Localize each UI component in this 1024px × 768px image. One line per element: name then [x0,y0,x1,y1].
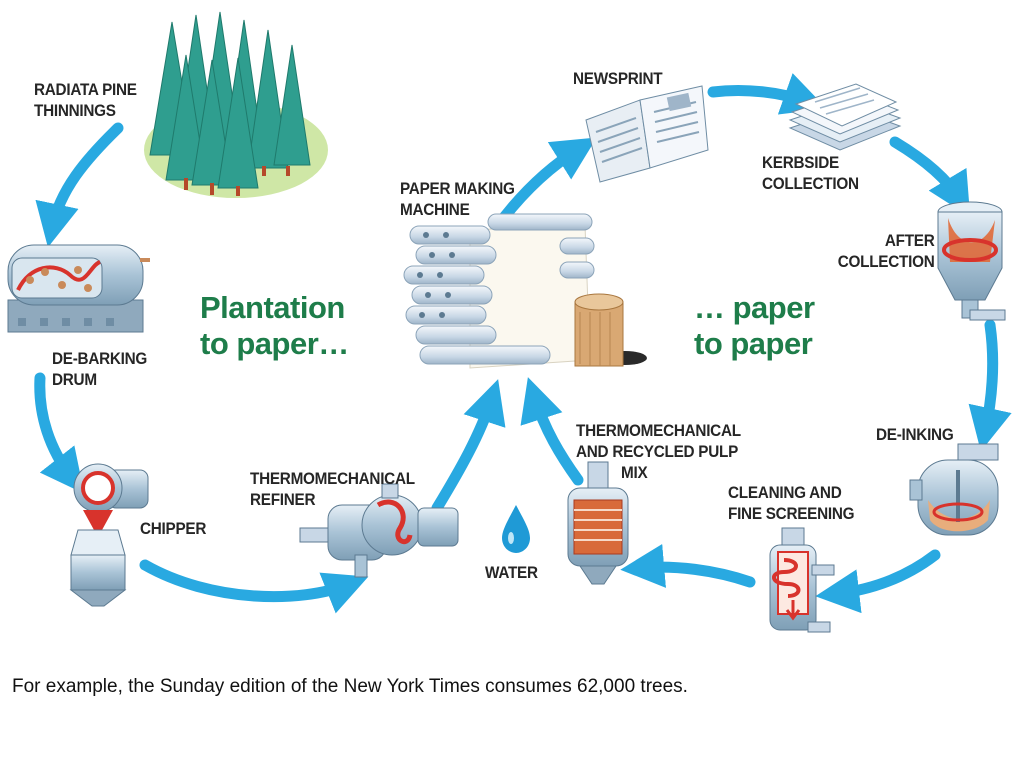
label-line: FINE SCREENING [728,504,855,523]
pine-forest-icon [144,11,328,198]
label-line: MACHINE [400,200,470,219]
cleaning-screen-icon [769,527,835,633]
label-de-barking-drum: DE-BARKING DRUM [52,348,147,390]
label-line: DRUM [52,370,97,389]
arrow-debarking-to-chipper [34,372,85,494]
label-line: CHIPPER [140,519,207,538]
newspaper-icon [585,85,709,183]
headline-line: to paper [694,326,813,361]
label-line: THINNINGS [34,101,116,120]
refiner-icon [299,483,459,578]
label-line: AFTER [884,231,934,250]
arrow-deinking-to-cleaning [815,549,941,614]
headline-line: Plantation [200,290,345,325]
label-line: WATER [485,563,538,582]
label-line: COLLECTION [837,252,934,271]
label-line: RADIATA PINE [34,80,137,99]
arrow-cleaning-to-mix [620,544,756,588]
headline-line: … paper [694,290,815,325]
label-kerbside-collection: KERBSIDE COLLECTION [762,152,859,194]
headline-line: to paper… [200,326,349,361]
label-line: REFINER [250,490,316,509]
paper-machine-icon [403,213,647,369]
label-paper-making-machine: PAPER MAKING MACHINE [400,178,515,220]
chipper-icon [69,463,149,607]
deinking-tank-icon [909,443,999,536]
caption: For example, the Sunday edition of the N… [12,676,688,697]
label-line: DE-BARKING [52,349,148,368]
label-line: CLEANING AND [728,483,842,502]
arrow-chipper-to-refiner [139,559,369,614]
label-cleaning-fine-screening: CLEANING AND FINE SCREENING [728,482,855,524]
arrow-refiner-to-machine [431,379,506,514]
label-line: THERMOMECHANICAL [250,469,415,488]
process-diagram [7,11,1012,633]
label-de-inking: DE-INKING [876,424,954,445]
paper-stack-icon [788,83,902,151]
headline-plantation-to-paper: Plantation to paper… [200,290,349,362]
label-after-collection: AFTER COLLECTION [837,230,934,272]
arrow-after-to-deinking [968,319,1012,452]
debarking-drum-icon [7,244,150,333]
label-line: DE-INKING [876,425,954,444]
headline-paper-to-paper: … paper to paper [694,290,815,362]
label-line: KERBSIDE [762,153,839,172]
machine-rollers [403,213,595,365]
label-line: MIX [621,463,648,482]
label-line: AND RECYCLED PULP [576,442,739,461]
label-thermomechanical-recycled-pulp-mix: THERMOMECHANICAL AND RECYCLED PULP MIX [576,420,741,483]
arrow-newsprint-to-kerbside [707,73,827,115]
label-line: THERMOMECHANICAL [576,421,741,440]
label-line: COLLECTION [762,174,859,193]
pulp-mix-tank-icon [567,461,629,585]
label-newsprint: NEWSPRINT [573,68,663,89]
label-line: PAPER MAKING [400,179,515,198]
paper-roll [574,293,647,367]
label-chipper: CHIPPER [140,518,206,539]
arrow-kerbside-to-after [889,136,971,217]
label-radiata-pine-thinnings: RADIATA PINE THINNINGS [34,79,137,121]
pulper-icon [937,201,1006,321]
label-line: NEWSPRINT [573,69,663,88]
arrow-mix-to-machine [520,377,584,486]
label-thermomechanical-refiner: THERMOMECHANICAL REFINER [250,468,415,510]
label-water: WATER [485,562,538,583]
arrow-forest-to-debarking [35,122,124,248]
water-drop-icon [502,505,530,553]
